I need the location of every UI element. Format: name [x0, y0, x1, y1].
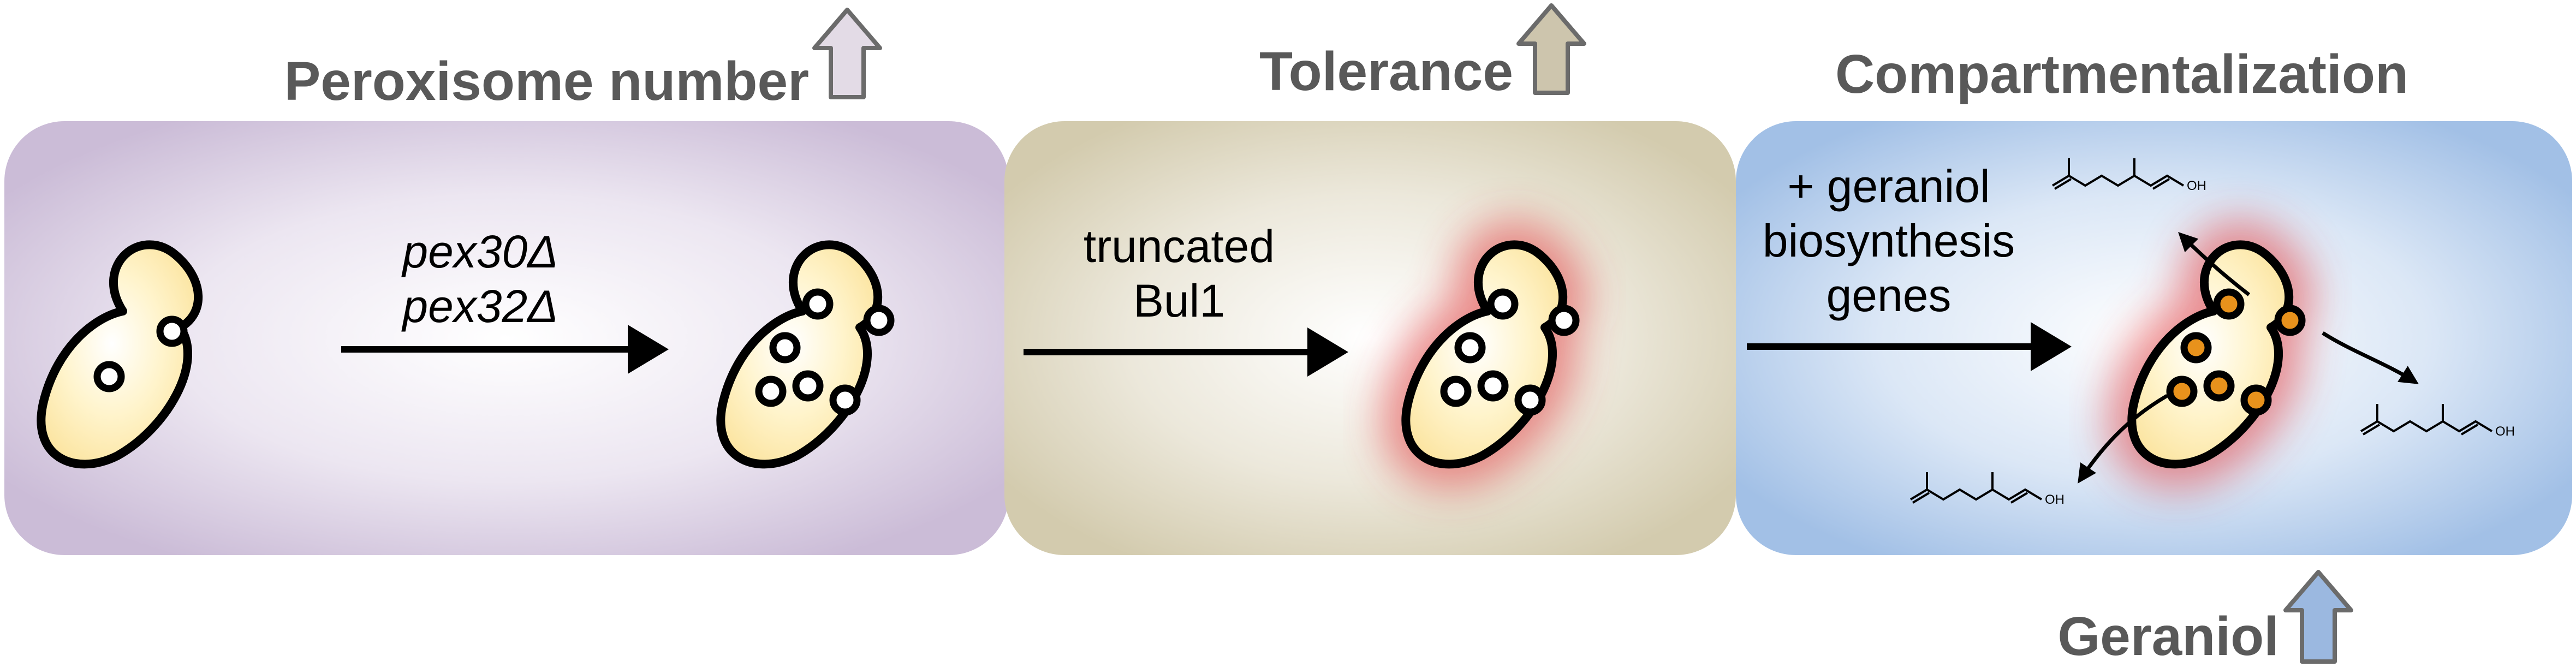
peroxisome-icon [1487, 288, 1519, 320]
yeast-cell-icon [2132, 245, 2306, 464]
peroxisome-icon [1454, 332, 1486, 364]
up-arrow-icon [2283, 570, 2353, 664]
geraniol-filled-peroxisome-icon [2166, 376, 2198, 407]
peroxisome-icon [1477, 370, 1509, 402]
geraniol-structure-icon: OH [2051, 158, 2206, 193]
geraniol-filled-peroxisome-icon [2180, 332, 2212, 364]
tolerance-title: Tolerance [1259, 41, 1513, 102]
peroxisome-icon [863, 305, 895, 336]
peroxisome-icon [1440, 376, 1472, 407]
step-label: genes [1827, 270, 1952, 321]
compartmentalization-title: Compartmentalization [1835, 44, 2408, 105]
geraniol-title: Geraniol [2057, 606, 2279, 667]
geraniol-filled-peroxisome-icon [2213, 288, 2245, 320]
hydroxyl-label: OH [2187, 178, 2206, 193]
panel-tolerance [1004, 121, 1736, 555]
gene-pex30: pex30Δ [401, 226, 558, 277]
peroxisome-icon [156, 315, 188, 347]
export-arrow [2322, 331, 2419, 384]
step-label: + geraniol [1787, 160, 1990, 212]
up-arrow-icon [812, 8, 882, 99]
process-arrow [1024, 327, 1348, 377]
hydroxyl-label: OH [2045, 492, 2065, 507]
process-arrow [1747, 322, 2072, 371]
step-label: biosynthesis [1763, 215, 2015, 266]
yeast-cell-icon [41, 245, 198, 464]
step-label: truncated [1084, 221, 1275, 272]
export-arrow [2078, 394, 2168, 484]
step-label: pex32Δ [401, 281, 558, 332]
up-arrow-icon [1516, 3, 1586, 95]
geraniol-filled-peroxisome-icon [2274, 305, 2306, 336]
step-label: pex30Δ [401, 226, 558, 277]
geraniol-structure-icon: OH [2360, 404, 2515, 439]
yeast-cell-icon [1406, 245, 1580, 464]
peroxisome-icon [1548, 305, 1580, 336]
gene-pex32: pex32Δ [401, 281, 558, 332]
peroxisome-icon [802, 288, 834, 320]
peroxisome-number-title: Peroxisome number [284, 51, 809, 112]
peroxisome-icon [1514, 384, 1546, 416]
peroxisome-icon [755, 376, 787, 407]
peroxisome-icon [769, 332, 801, 364]
geraniol-filled-peroxisome-icon [2240, 384, 2272, 416]
export-arrow [2178, 232, 2251, 296]
hydroxyl-label: OH [2495, 424, 2515, 439]
geraniol-filled-peroxisome-icon [2203, 370, 2235, 402]
peroxisome-icon [792, 370, 824, 402]
peroxisome-icon [829, 384, 861, 416]
step-label: Bul1 [1133, 275, 1225, 326]
geraniol-structure-icon: OH [1909, 472, 2065, 507]
process-arrow [341, 325, 669, 374]
peroxisome-icon [93, 361, 125, 392]
yeast-cell-icon [721, 245, 895, 464]
